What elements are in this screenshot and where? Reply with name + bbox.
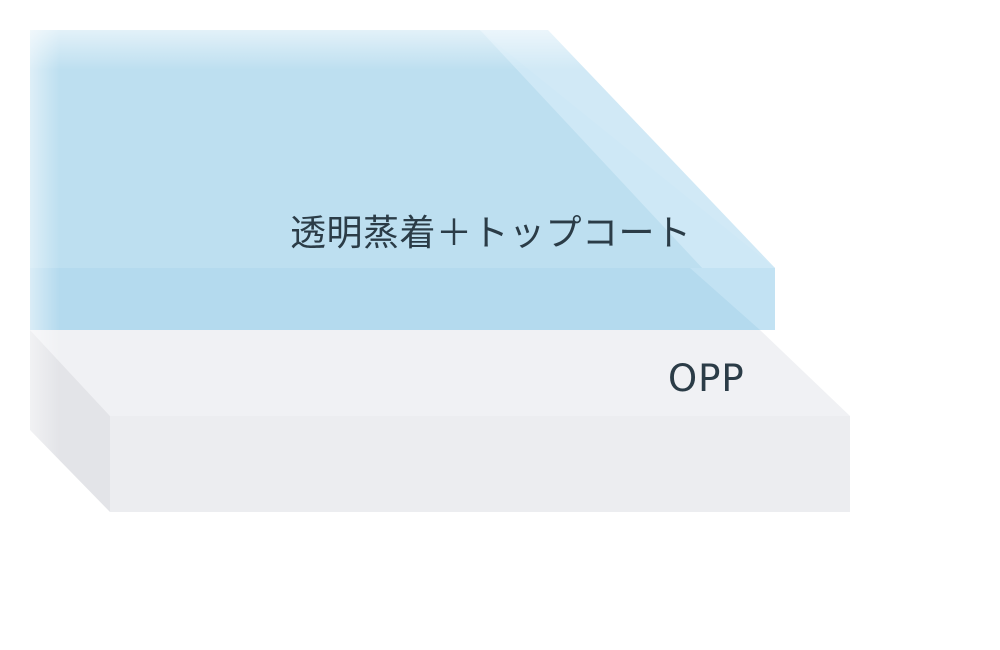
top-coat-top-face xyxy=(30,30,775,268)
top-coat-label: 透明蒸着＋トップコート xyxy=(290,213,692,254)
opp-top-face xyxy=(30,330,850,416)
opp-label: OPP xyxy=(668,357,745,400)
left-fade xyxy=(0,0,60,650)
top-coat-front-highlight xyxy=(690,268,775,330)
top-coat-front-face xyxy=(30,268,775,330)
opp-layer xyxy=(30,330,850,512)
top-coat-right-edge xyxy=(480,30,775,330)
top-coat-layer xyxy=(30,30,775,330)
top-fade xyxy=(0,0,620,70)
opp-front-face xyxy=(110,416,850,512)
